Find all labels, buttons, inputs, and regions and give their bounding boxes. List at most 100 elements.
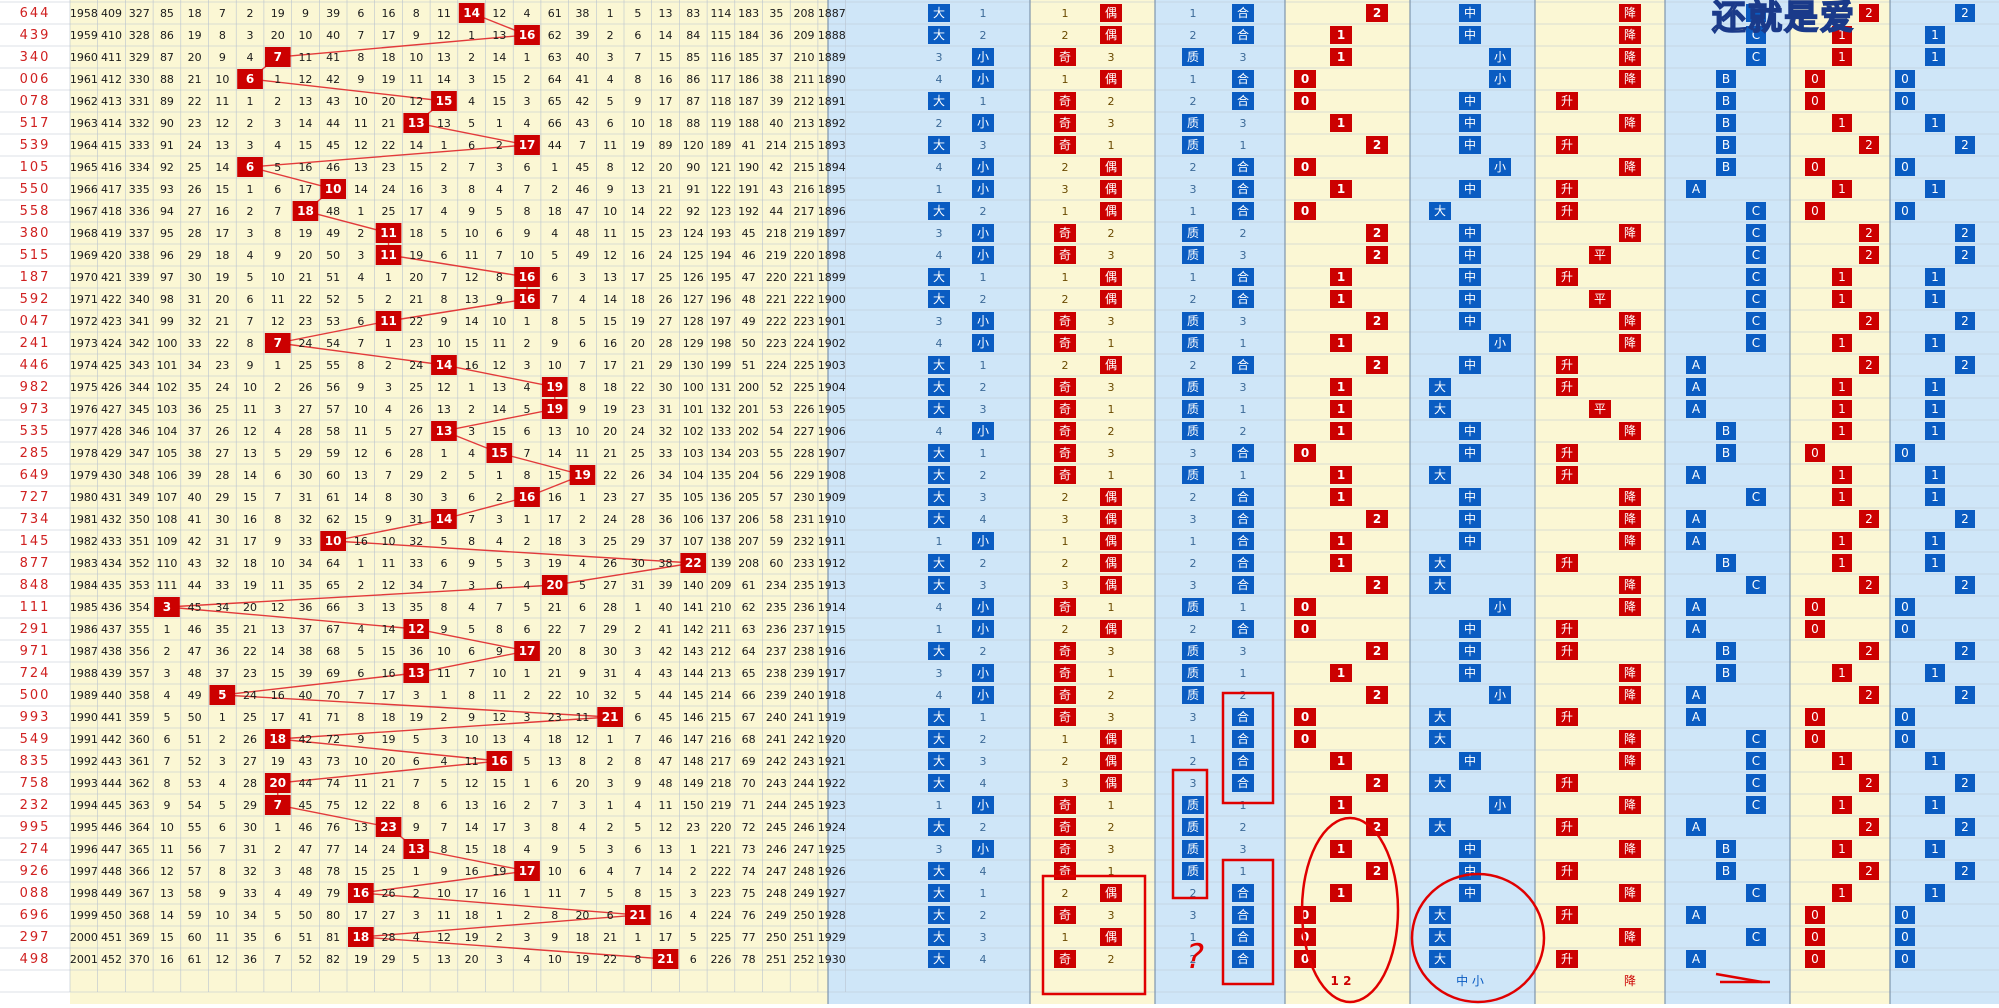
seq-value: 8 (551, 315, 558, 328)
seq-value: 65 (548, 95, 562, 108)
big-small-label: 小 (977, 688, 989, 702)
seq-value: 39 (298, 667, 312, 680)
seq-value: 55 (769, 447, 783, 460)
road-012-value: 2 (1373, 226, 1381, 240)
seq-value: 10 (215, 73, 229, 86)
seq-value: 211 (710, 623, 731, 636)
seq-value: 10 (465, 733, 479, 746)
road-012-box (1330, 488, 1352, 506)
zone-box (1459, 422, 1481, 440)
odd-even-miss: 3 (1108, 645, 1115, 658)
prime-composite-box (1182, 136, 1204, 154)
seq-value: 243 (766, 777, 787, 790)
mod3-box (1895, 620, 1915, 638)
seq-value: 8 (579, 381, 586, 394)
prime-composite-box (1232, 532, 1254, 550)
seq-value: 42 (575, 95, 589, 108)
seq-value: 6 (524, 161, 531, 174)
seq-value: 3 (413, 909, 420, 922)
prime-composite-box (1232, 620, 1254, 638)
abc-label: A (1692, 380, 1701, 394)
road-right-value: 1 (1838, 798, 1846, 812)
road-012-value: 2 (1373, 358, 1381, 372)
seq-value: 32 (409, 535, 423, 548)
seq-value: 1 (274, 73, 281, 86)
seq-value: 18 (603, 381, 617, 394)
seq-value: 24 (188, 139, 202, 152)
seq-value: 1897 (818, 227, 846, 240)
road-right-box (1805, 158, 1825, 176)
seq-value: 22 (188, 95, 202, 108)
zone-box (1429, 378, 1451, 396)
mod3-value: 1 (1931, 380, 1939, 394)
annotation-arrow-1 (1715, 972, 1763, 984)
seq-value: 45 (659, 711, 673, 724)
sum-value: 7 (274, 50, 282, 64)
seq-value: 51 (742, 359, 756, 372)
seq-value: 86 (160, 29, 174, 42)
seq-value: 10 (548, 865, 562, 878)
sum-value: 19 (546, 380, 563, 394)
big-small-box (928, 268, 950, 286)
seq-value: 14 (492, 51, 506, 64)
seq-value: 73 (742, 843, 756, 856)
seq-value: 4 (274, 139, 281, 152)
seq-value: 214 (710, 689, 731, 702)
seq-value: 3 (690, 887, 697, 900)
seq-value: 31 (603, 667, 617, 680)
seq-value: 443 (101, 755, 122, 768)
seq-value: 4 (634, 799, 641, 812)
seq-value: 3 (634, 645, 641, 658)
big-small-label: 小 (977, 336, 989, 350)
seq-value: 48 (575, 227, 589, 240)
seq-value: 1928 (818, 909, 846, 922)
seq-value: 2 (524, 799, 531, 812)
seq-value: 146 (683, 711, 704, 724)
seq-value: 21 (188, 73, 202, 86)
seq-value: 435 (101, 579, 122, 592)
seq-value: 74 (742, 865, 756, 878)
seq-value: 18 (492, 843, 506, 856)
big-small-label: 大 (933, 204, 945, 218)
seq-value: 38 (575, 7, 589, 20)
seq-value: 41 (188, 513, 202, 526)
seq-value: 6 (274, 931, 281, 944)
odd-even-miss: 3 (1062, 777, 1069, 790)
road-012-value: 2 (1373, 688, 1381, 702)
odd-even-box (1100, 554, 1122, 572)
seq-value: 8 (247, 337, 254, 350)
seq-value: 360 (129, 733, 150, 746)
draw-code: 993 (20, 710, 51, 725)
seq-value: 215 (794, 161, 815, 174)
seq-value: 59 (188, 909, 202, 922)
prime-composite-miss: 1 (1240, 139, 1247, 152)
seq-value: 7 (579, 359, 586, 372)
sum-value: 6 (246, 72, 254, 86)
seq-value: 1976 (70, 403, 98, 416)
trend-label: 降 (1624, 930, 1636, 944)
odd-even-box (1054, 642, 1076, 660)
seq-value: 9 (496, 293, 503, 306)
zone-box (1459, 488, 1481, 506)
seq-value: 218 (766, 227, 787, 240)
annotation-question-mark: ? (1186, 937, 1204, 977)
prime-composite-label: 合 (1237, 577, 1249, 592)
seq-value: 62 (742, 601, 756, 614)
seq-value: 9 (634, 95, 641, 108)
zone-label: 大 (1434, 402, 1446, 416)
seq-value: 8 (385, 491, 392, 504)
seq-value: 27 (188, 205, 202, 218)
mod3-box (1925, 664, 1945, 682)
seq-value: 411 (101, 51, 122, 64)
seq-value: 11 (271, 293, 285, 306)
seq-value: 18 (575, 931, 589, 944)
prime-composite-miss: 1 (1240, 337, 1247, 350)
mod3-box (1925, 752, 1945, 770)
zone-box (1459, 4, 1481, 22)
seq-value: 4 (524, 579, 531, 592)
prime-composite-label: 合 (1237, 5, 1249, 20)
big-small-box (972, 114, 994, 132)
seq-value: 14 (354, 843, 368, 856)
road-012-value: 1 (1337, 468, 1345, 482)
seq-value: 41 (298, 711, 312, 724)
